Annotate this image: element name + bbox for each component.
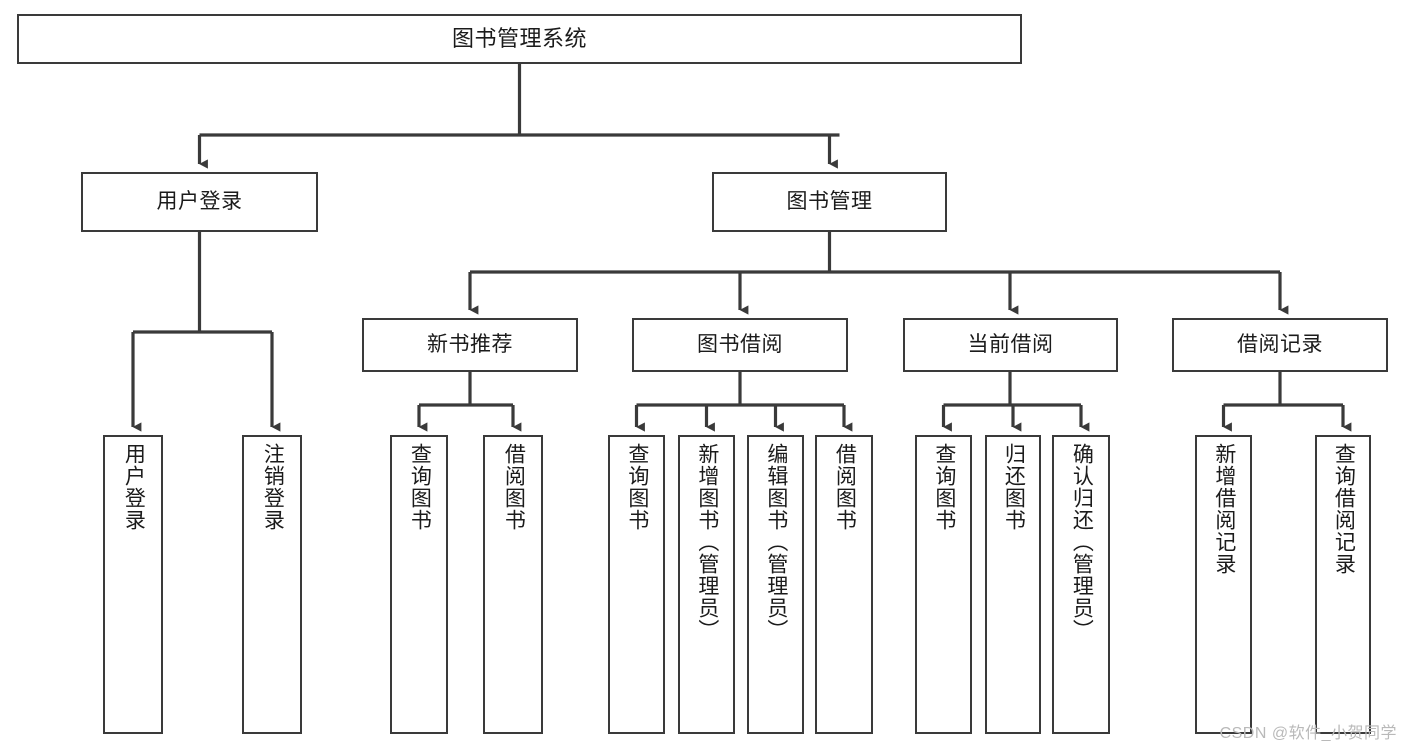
leaf-node-query-book-3[interactable]: 查询图书 (915, 435, 972, 734)
node-label: 图书借阅 (697, 332, 783, 356)
node-current-borrow[interactable]: 当前借阅 (903, 318, 1118, 372)
leaf-node-return-book[interactable]: 归还图书 (985, 435, 1041, 734)
leaf-node-add-record[interactable]: 新增借阅记录 (1195, 435, 1252, 734)
node-label: 用户登录 (156, 189, 243, 213)
leaf-node-add-book[interactable]: 新增图书（管理员） (678, 435, 735, 734)
leaf-node-logout[interactable]: 注销登录 (242, 435, 302, 734)
node-label: 注销登录 (261, 443, 285, 531)
node-label: 查询图书 (625, 443, 649, 531)
node-label: 借阅图书 (833, 443, 857, 531)
watermark-text: CSDN @软件_小贺同学 (1219, 725, 1397, 742)
node-label: 查询图书 (408, 443, 432, 531)
node-label: 当前借阅 (967, 332, 1054, 356)
leaf-node-confirm-return[interactable]: 确认归还（管理员） (1052, 435, 1110, 734)
node-new-book-recommend[interactable]: 新书推荐 (362, 318, 578, 372)
leaf-node-borrow-book-1[interactable]: 借阅图书 (483, 435, 543, 734)
node-label: 归还图书 (1002, 443, 1026, 531)
node-label: 图书管理 (786, 189, 873, 213)
node-label: 查询借阅记录 (1332, 443, 1356, 575)
node-label: 借阅图书 (502, 443, 526, 531)
node-label: 图书管理系统 (451, 26, 587, 52)
node-book-borrow[interactable]: 图书借阅 (632, 318, 848, 372)
node-label: 确认归还（管理员） (1070, 443, 1094, 641)
leaf-node-query-book-1[interactable]: 查询图书 (390, 435, 448, 734)
node-label: 用户登录 (122, 443, 146, 531)
node-label: 新书推荐 (427, 332, 513, 356)
leaf-node-query-book-2[interactable]: 查询图书 (608, 435, 665, 734)
node-root-system[interactable]: 图书管理系统 (17, 14, 1022, 64)
node-label: 新增图书（管理员） (695, 443, 719, 641)
leaf-node-user-login[interactable]: 用户登录 (103, 435, 163, 734)
node-book-manage[interactable]: 图书管理 (712, 172, 947, 232)
node-label: 借阅记录 (1237, 332, 1323, 356)
leaf-node-query-record[interactable]: 查询借阅记录 (1315, 435, 1371, 734)
node-label: 新增借阅记录 (1212, 443, 1236, 575)
node-user-login[interactable]: 用户登录 (81, 172, 318, 232)
node-label: 编辑图书（管理员） (764, 443, 788, 641)
leaf-node-borrow-book-2[interactable]: 借阅图书 (815, 435, 873, 734)
node-label: 查询图书 (932, 443, 956, 531)
node-borrow-record[interactable]: 借阅记录 (1172, 318, 1388, 372)
leaf-node-edit-book[interactable]: 编辑图书（管理员） (747, 435, 804, 734)
